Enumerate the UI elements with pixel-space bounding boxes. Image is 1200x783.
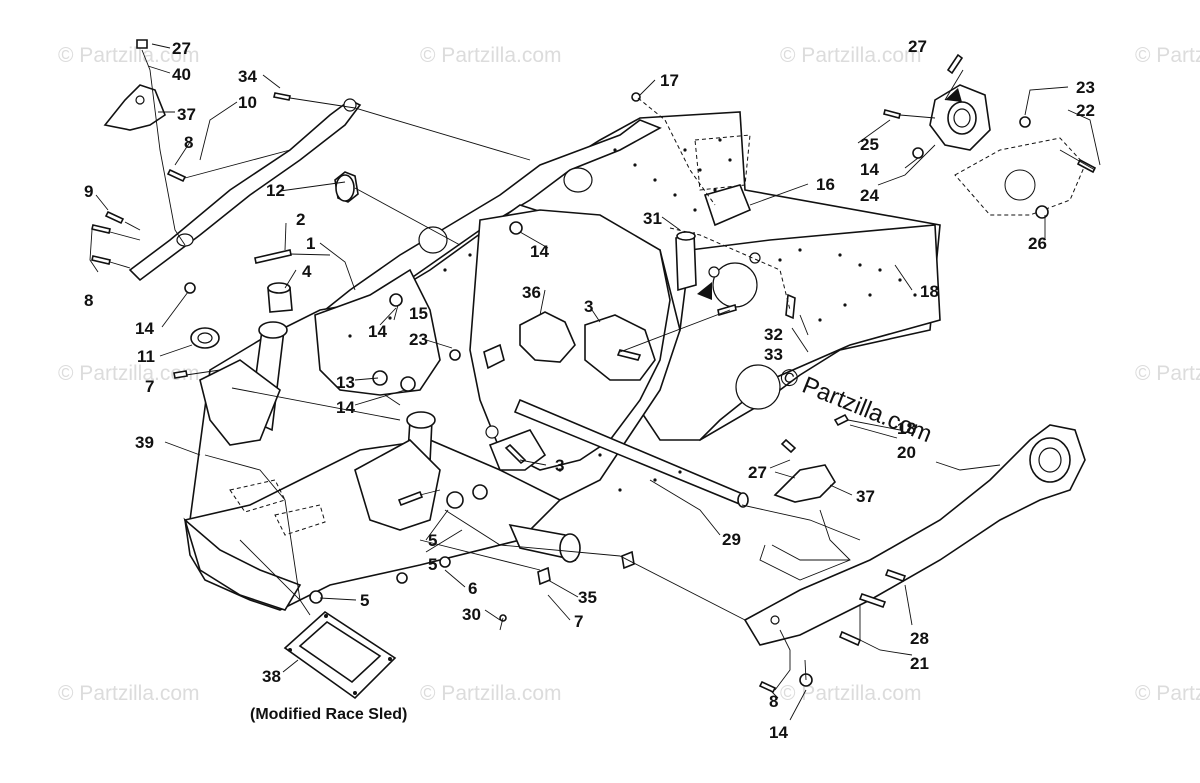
callout-15: 15	[409, 304, 428, 323]
right-rail-part-20	[743, 424, 1086, 646]
callout-5: 5	[428, 555, 437, 574]
left-bracket-part-37	[103, 84, 166, 131]
callout-3: 3	[555, 456, 564, 475]
callout-14: 14	[336, 398, 355, 417]
callout-29: 29	[722, 530, 741, 549]
bearing-housing-part-24	[929, 84, 991, 151]
callout-32: 32	[764, 325, 783, 344]
callout-24: 24	[860, 186, 879, 205]
callout-8: 8	[84, 291, 93, 310]
callout-25: 25	[860, 135, 879, 154]
callout-4: 4	[302, 262, 312, 281]
callout-14: 14	[368, 322, 387, 341]
callout-20: 20	[897, 443, 916, 462]
watermark-text: © Partzilla.com	[1135, 682, 1200, 705]
callout-5: 5	[360, 591, 369, 610]
callout-11: 11	[137, 347, 155, 366]
watermark-text: © Partzilla.com	[776, 363, 936, 449]
callout-22: 22	[1076, 101, 1095, 120]
callout-1: 1	[306, 234, 315, 253]
callout-17: 17	[660, 71, 679, 90]
callout-18: 18	[920, 282, 939, 301]
callout-6: 6	[468, 579, 477, 598]
callout-27: 27	[172, 39, 191, 58]
rivet-pattern	[348, 138, 917, 492]
callout-leaders	[89, 43, 1101, 721]
callout-27: 27	[748, 463, 767, 482]
callout-36: 36	[522, 283, 541, 302]
plate-part-38	[283, 610, 397, 700]
callout-35: 35	[578, 588, 597, 607]
callout-28: 28	[910, 629, 929, 648]
callout-10: 10	[238, 93, 257, 112]
callout-23: 23	[409, 330, 428, 349]
callout-3: 3	[584, 297, 593, 316]
callout-16: 16	[816, 175, 835, 194]
callout-21: 21	[910, 654, 929, 673]
diagram-caption: (Modified Race Sled)	[250, 706, 407, 723]
callout-18: 18	[897, 419, 916, 438]
callout-39: 39	[135, 433, 154, 452]
watermark-text: © Partzilla.com	[780, 682, 922, 705]
callout-14: 14	[530, 242, 549, 261]
spacer-part-4	[267, 282, 293, 313]
clamp-part-11	[190, 327, 220, 349]
watermark-text: © Partzilla.com	[58, 682, 200, 705]
bumper-part-12	[334, 171, 359, 203]
left-rail-part-10	[128, 98, 362, 282]
callout-26: 26	[1028, 234, 1047, 253]
callout-14: 14	[135, 319, 154, 338]
watermark-text: © Partzilla.com	[1135, 362, 1200, 385]
watermark-text: © Partzilla.com	[420, 44, 562, 67]
watermark-layer: © Partzilla.com © Partzilla.com © Partzi…	[58, 44, 1200, 705]
callout-38: 38	[262, 667, 281, 686]
chaincase-outline	[954, 137, 1086, 216]
watermark-text: © Partzilla.com	[780, 44, 922, 67]
callout-2: 2	[296, 210, 305, 229]
callout-30: 30	[462, 605, 481, 624]
watermark-text: © Partzilla.com	[58, 44, 200, 67]
watermark-text: © Partzilla.com	[420, 682, 562, 705]
callout-7: 7	[145, 377, 154, 396]
right-bracket-part-37	[773, 464, 837, 503]
callout-13: 13	[336, 373, 355, 392]
watermark-text: © Partzilla.com	[58, 362, 200, 385]
callout-8: 8	[769, 692, 778, 711]
callout-23: 23	[1076, 78, 1095, 97]
chassis-frame	[183, 111, 941, 611]
callout-37: 37	[177, 105, 196, 124]
callout-33: 33	[764, 345, 783, 364]
fasteners	[91, 39, 1097, 694]
callout-8: 8	[184, 133, 193, 152]
callout-37: 37	[856, 487, 875, 506]
callout-12: 12	[266, 181, 285, 200]
callout-5: 5	[428, 531, 437, 550]
watermark-text: © Partzilla.com	[1135, 44, 1200, 67]
callout-14: 14	[769, 723, 788, 742]
callout-34: 34	[238, 67, 257, 86]
callout-labels: 27 40 34 10 37 8 9 8 12 2 1 4 14 11 7 39…	[84, 37, 1095, 742]
callout-40: 40	[172, 65, 191, 84]
bracket-part-16	[703, 184, 752, 227]
callout-9: 9	[84, 182, 93, 201]
callout-27: 27	[908, 37, 927, 56]
callout-7: 7	[574, 612, 583, 631]
callout-14: 14	[860, 160, 879, 179]
leader-lines	[109, 49, 1096, 691]
callout-31: 31	[643, 209, 662, 228]
